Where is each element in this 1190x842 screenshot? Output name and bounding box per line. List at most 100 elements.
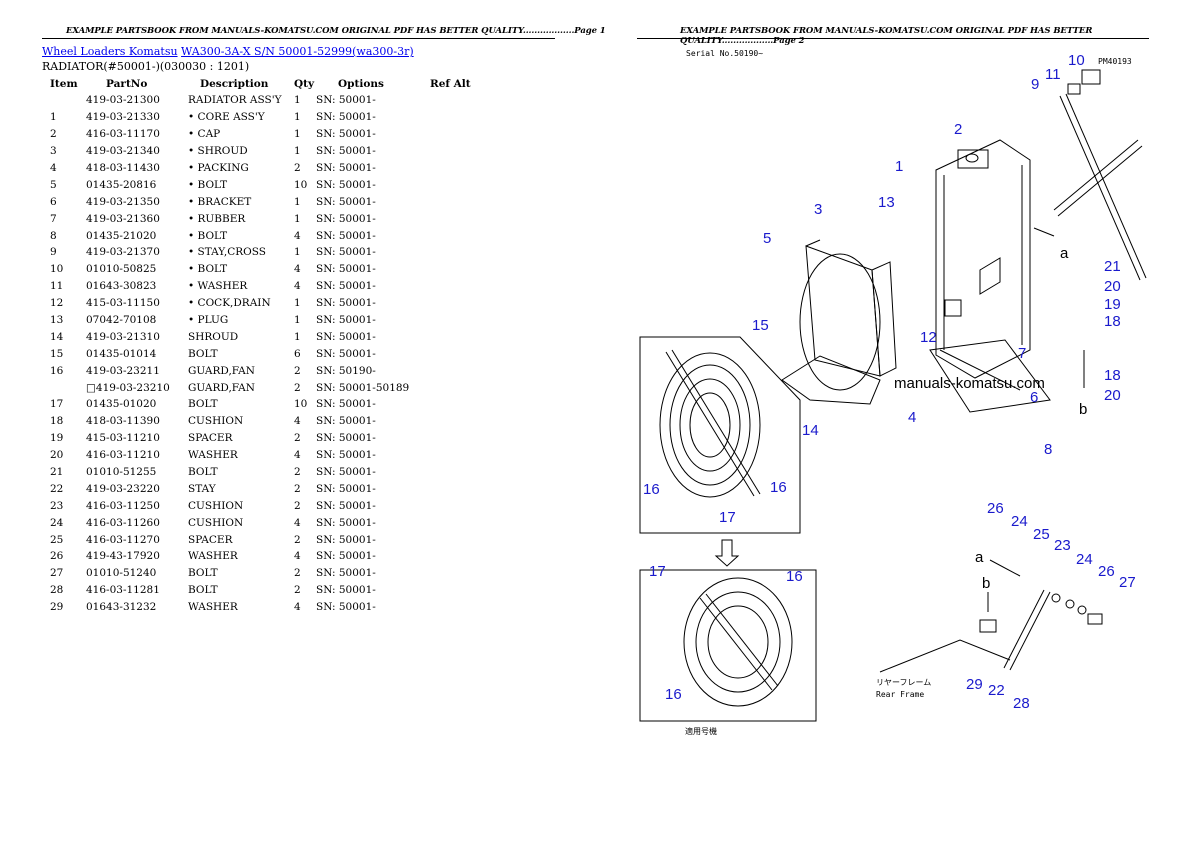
cell-options: SN: 50001- — [316, 398, 376, 411]
callout-5: 5 — [763, 230, 771, 247]
cell-partno: 419-03-23211 — [86, 364, 160, 377]
cell-description: CUSHION — [188, 499, 244, 512]
cell-item: 27 — [50, 567, 64, 580]
cell-item: 18 — [50, 415, 64, 428]
cell-description: • RUBBER — [188, 212, 246, 225]
cell-qty: 1 — [294, 330, 301, 343]
cell-item — [42, 92, 86, 109]
cell-description: BOLT — [188, 466, 218, 479]
callout-21: 21 — [1104, 258, 1121, 275]
callout-17a: 17 — [719, 509, 736, 526]
cell-item: 5 — [50, 178, 57, 191]
col-header-qty: Qty — [294, 78, 315, 90]
cell-options: SN: 50001- — [316, 499, 376, 512]
cell-item: 22 — [50, 482, 64, 495]
cell-ref-alt — [430, 244, 480, 261]
shroud-drawing — [781, 239, 897, 405]
cell-qty: 4 — [294, 449, 301, 462]
cell-item: 20 — [50, 449, 64, 462]
callout-19: 19 — [1104, 296, 1121, 313]
callout-6: 6 — [1030, 389, 1038, 406]
cell-partno: 01010-50825 — [86, 263, 157, 276]
stay-cross-drawing — [1053, 69, 1147, 281]
cell-partno: 419-03-21300 — [86, 94, 160, 107]
exploded-parts-diagram: Serial No.50190~ PM40193 — [639, 49, 1147, 736]
cell-ref-alt — [430, 362, 480, 379]
col-header-options: Options — [338, 78, 384, 90]
cell-ref-alt — [430, 396, 480, 413]
cell-options: SN: 50001- — [316, 212, 376, 225]
cell-qty: 2 — [294, 466, 301, 479]
cell-options: SN: 50001- — [316, 280, 376, 293]
cell-description: WASHER — [188, 550, 238, 563]
cell-ref-alt — [430, 413, 480, 430]
cell-qty: 4 — [294, 263, 301, 276]
cell-partno: 01010-51255 — [86, 466, 157, 479]
cell-partno: 419-03-21310 — [86, 330, 160, 343]
callout-4: 4 — [908, 409, 916, 426]
cell-qty: 1 — [294, 212, 301, 225]
callout-8: 8 — [1044, 441, 1052, 458]
cell-ref-alt — [430, 109, 480, 126]
cell-qty: 2 — [294, 381, 301, 394]
cell-partno: 415-03-11210 — [86, 432, 160, 445]
cell-options: SN: 50001- — [316, 415, 376, 428]
callout-15: 15 — [752, 317, 769, 334]
cell-options: SN: 50001-50189 — [316, 381, 410, 394]
cell-description: CUSHION — [188, 415, 244, 428]
cell-options: SN: 50001- — [316, 516, 376, 529]
callout-11: 11 — [1045, 66, 1061, 83]
cell-qty: 4 — [294, 601, 301, 614]
cell-ref-alt — [430, 582, 480, 599]
cell-item — [42, 379, 86, 396]
cell-options: SN: 50001- — [316, 178, 376, 191]
cell-qty: 1 — [294, 94, 301, 107]
cell-options: SN: 50001- — [316, 601, 376, 614]
cell-ref-alt — [430, 328, 480, 345]
callout-1: 1 — [895, 158, 903, 175]
cell-options: SN: 50001- — [316, 94, 376, 107]
cell-partno: 01435-21020 — [86, 229, 157, 242]
page-header-2: EXAMPLE PARTSBOOK FROM MANUALS-KOMATSU.C… — [680, 26, 1093, 46]
cell-options: SN: 50001- — [316, 482, 376, 495]
cell-item: 17 — [50, 398, 64, 411]
cell-ref-alt — [430, 278, 480, 295]
breadcrumb-link-model[interactable]: WA300-3A-X S/N 50001-52999(wa300-3r) — [181, 45, 414, 58]
breadcrumb-link-wheel-loaders[interactable]: Wheel Loaders Komatsu — [42, 45, 178, 58]
callout-18a: 18 — [1104, 313, 1121, 330]
cell-ref-alt — [430, 480, 480, 497]
parts-table: Item PartNo Description Qty Options Ref … — [42, 76, 480, 616]
cell-options: SN: 50001- — [316, 297, 376, 310]
cell-description: BOLT — [188, 567, 218, 580]
cell-options: SN: 50001- — [316, 347, 376, 360]
cell-ref-alt — [430, 599, 480, 616]
fan-guard-inset — [639, 336, 801, 534]
callout-22: 22 — [988, 682, 1005, 699]
cell-item: 4 — [50, 162, 57, 174]
cell-partno: 07042-70108 — [86, 314, 157, 327]
cell-options: SN: 50001- — [316, 111, 376, 124]
callout-26a: 26 — [987, 500, 1004, 517]
cell-options: SN: 50001- — [316, 314, 376, 327]
callout-2: 2 — [954, 121, 962, 138]
cell-ref-alt — [430, 514, 480, 531]
cell-item: 24 — [50, 516, 64, 529]
cell-ref-alt — [430, 464, 480, 481]
cell-item: 15 — [50, 347, 64, 360]
arrow-b-label-2: b — [982, 575, 990, 592]
cell-description: • STAY,CROSS — [188, 246, 266, 259]
cell-partno: 419-03-23220 — [86, 482, 160, 495]
cell-description: SPACER — [188, 432, 233, 445]
cell-item: 10 — [50, 263, 64, 276]
cell-qty: 4 — [294, 229, 301, 242]
